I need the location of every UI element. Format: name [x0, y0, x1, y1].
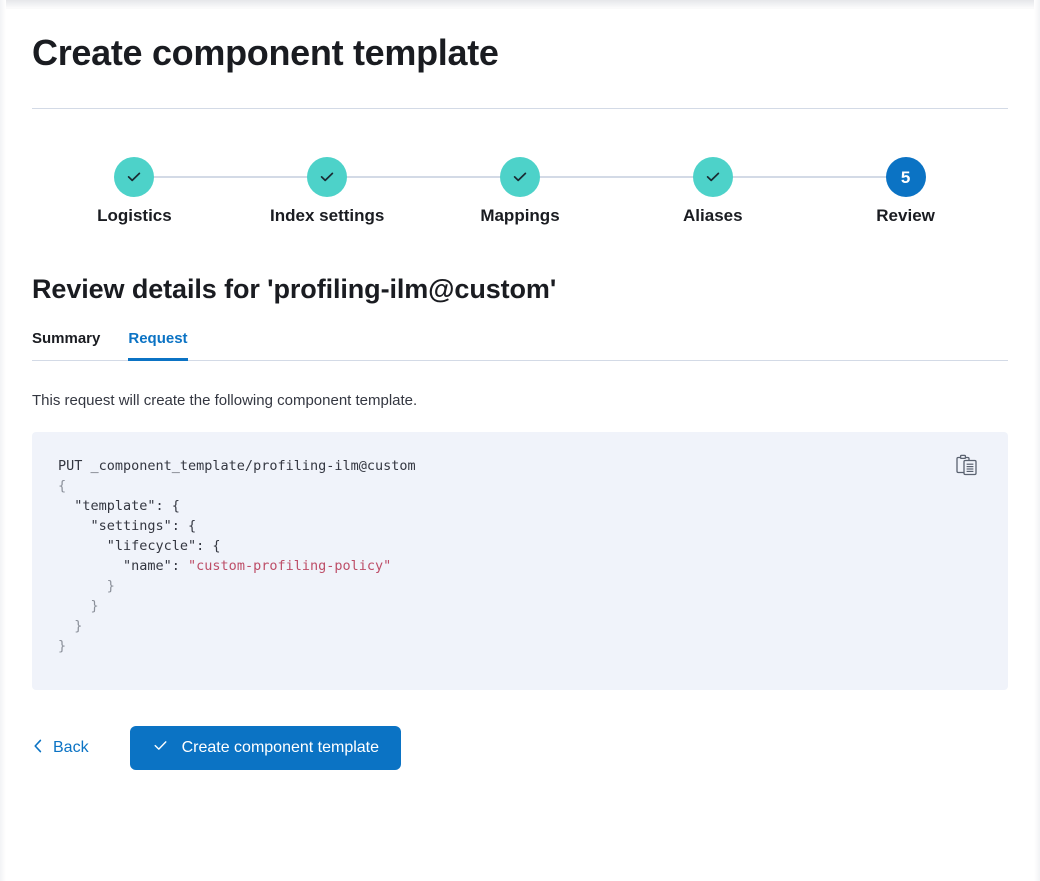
review-section-title: Review details for 'profiling-ilm@custom… — [32, 274, 557, 304]
step-status-circle — [692, 157, 733, 197]
back-button-label: Back — [53, 739, 89, 756]
step-connector — [712, 176, 906, 178]
step-label: Review — [876, 206, 935, 225]
step-connector — [134, 176, 328, 178]
window-top-edge — [0, 0, 1040, 9]
code-line-name-key: "name": — [58, 558, 189, 574]
copy-clipboard-icon[interactable] — [956, 454, 978, 478]
page-title: Create component template — [32, 32, 499, 73]
step-aliases[interactable]: Aliases — [616, 157, 906, 226]
check-icon — [704, 168, 722, 186]
page-right-edge — [1034, 0, 1040, 881]
create-component-template-button[interactable]: Create component template — [129, 726, 402, 770]
code-line-settings: "settings": { — [58, 518, 197, 534]
step-number: 5 — [900, 167, 911, 187]
check-icon — [511, 168, 529, 186]
code-line-close-3: } — [58, 618, 83, 634]
check-icon — [152, 737, 169, 759]
chevron-left-icon — [32, 738, 44, 759]
code-line-open-brace: { — [58, 478, 67, 494]
request-code: PUT _component_template/profiling-ilm@cu… — [58, 456, 982, 656]
code-line-close-1: } — [58, 578, 115, 594]
step-mappings[interactable]: Mappings — [424, 157, 713, 226]
step-status-circle: 5 — [885, 157, 926, 197]
check-icon — [318, 168, 336, 186]
code-line-lifecycle: "lifecycle": { — [58, 538, 221, 554]
step-review[interactable]: 5 Review — [809, 157, 1002, 226]
step-connector — [327, 176, 520, 178]
code-line-method: PUT _component_template/profiling-ilm@cu… — [58, 458, 416, 474]
step-label: Mappings — [480, 206, 560, 225]
code-line-template: "template": { — [58, 498, 180, 514]
step-label: Index settings — [270, 206, 385, 225]
review-tabs: Summary Request — [32, 330, 1008, 361]
step-label: Aliases — [683, 206, 743, 225]
page-left-edge — [0, 0, 6, 881]
request-code-panel: PUT _component_template/profiling-ilm@cu… — [32, 432, 1008, 690]
step-connector — [519, 176, 713, 178]
code-line-close-4: } — [58, 638, 67, 654]
step-index-settings[interactable]: Index settings — [231, 157, 520, 226]
back-button[interactable]: Back — [32, 738, 89, 759]
check-icon — [125, 168, 143, 186]
step-logistics[interactable]: Logistics — [38, 157, 328, 226]
step-label: Logistics — [97, 206, 172, 225]
code-line-close-2: } — [58, 598, 99, 614]
step-status-circle — [114, 157, 155, 197]
code-value-policy-name: "custom-profiling-policy" — [188, 558, 392, 574]
request-description: This request will create the following c… — [32, 392, 418, 409]
tab-request[interactable]: Request — [128, 330, 188, 361]
step-status-circle — [499, 157, 540, 197]
wizard-stepper: Logistics Index settings — [32, 157, 1008, 226]
title-divider — [32, 108, 1008, 109]
tab-summary[interactable]: Summary — [32, 330, 100, 361]
create-component-template-page: Create component template Logistics — [0, 9, 1040, 881]
wizard-footer: Back Create component template — [32, 726, 1008, 770]
create-component-template-button-label: Create component template — [181, 739, 380, 756]
step-status-circle — [307, 157, 348, 197]
